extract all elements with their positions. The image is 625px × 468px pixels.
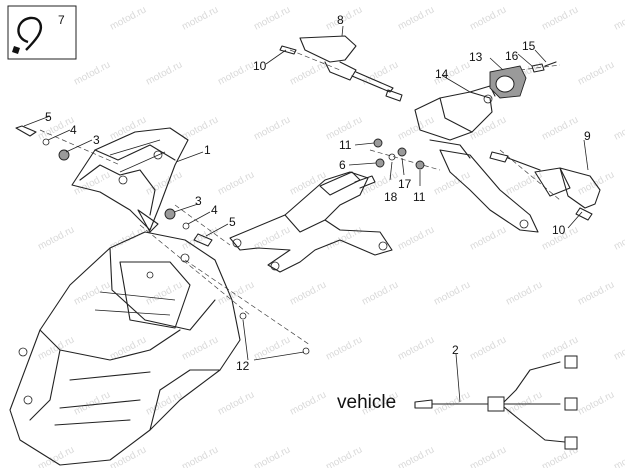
watermark-text: motod.ru [144,279,184,307]
watermark-text: motod.ru [180,4,220,32]
watermark-text: motod.ru [396,4,436,32]
watermark-text: motod.ru [180,444,220,468]
watermark-text: motod.ru [144,389,184,417]
watermark-text: motod.ru [108,224,148,252]
rear-mudguard [9,231,241,466]
watermark-text: motod.ru [36,334,76,362]
watermark-text: motod.ru [180,334,220,362]
watermark-text: motod.ru [288,279,328,307]
callout-5-top: 5 [45,110,52,124]
watermark-text: motod.ru [612,114,625,142]
indicator-top [279,35,403,102]
watermark-text: motod.ru [72,279,112,307]
watermark-layer: motod.ru motod.ru motod.ru motod.ru motod.ru… [36,4,625,468]
watermark-text: motod.ru [216,169,256,197]
watermark-text: motod.ru [288,59,328,87]
watermark-text: motod.ru [504,169,544,197]
callout-5-bottom: 5 [229,215,236,229]
callout-17: 17 [398,177,412,191]
plate-bracket [71,127,189,233]
watermark-text: motod.ru [612,224,625,252]
wiring-harness [414,355,578,450]
callout-13: 13 [469,50,483,64]
hardware-left [15,125,213,247]
icon-box: 7 [7,5,77,60]
plate-support [229,171,393,273]
callout-2: 2 [452,343,459,357]
watermark-text: motod.ru [288,389,328,417]
callout-11-left: 11 [339,138,352,152]
watermark-text: motod.ru [396,114,436,142]
watermark-text: motod.ru [540,114,580,142]
watermark-text: motod.ru [576,59,616,87]
watermark-text: motod.ru [216,389,256,417]
watermark-text: motod.ru [612,444,625,468]
callout-4-top: 4 [70,123,77,137]
watermark-text: motod.ru [252,444,292,468]
support-arm [429,139,539,233]
watermark-text: motod.ru [468,4,508,32]
callout-4-bottom: 4 [211,203,218,217]
callout-18: 18 [384,190,398,204]
watermark-text: motod.ru [252,334,292,362]
callout-15: 15 [522,39,536,53]
clamp-icon [12,16,42,54]
watermark-text: motod.ru [576,279,616,307]
icon-box-number: 7 [58,13,65,27]
hardware-right [373,138,425,170]
watermark-text: motod.ru [72,59,112,87]
watermark-text: motod.ru [396,224,436,252]
callout-12: 12 [236,359,250,373]
watermark-text: motod.ru [108,114,148,142]
watermark-text: motod.ru [612,4,625,32]
watermark-text: motod.ru [144,59,184,87]
callout-14: 14 [435,67,449,81]
watermark-text: motod.ru [324,444,364,468]
watermark-text: motod.ru [72,169,112,197]
watermark-text: motod.ru [468,224,508,252]
assembly-lines [39,49,561,346]
watermark-text: motod.ru [108,4,148,32]
callout-16: 16 [505,49,519,63]
callout-3-top: 3 [93,133,100,147]
watermark-text: motod.ru [468,444,508,468]
screws-12 [239,312,310,355]
watermark-text: motod.ru [396,334,436,362]
watermark-text: motod.ru [576,389,616,417]
watermark-text: motod.ru [432,279,472,307]
callout-1: 1 [204,143,211,157]
watermark-text: motod.ru [468,334,508,362]
callout-11-right: 11 [413,190,426,204]
callout-3-bottom: 3 [195,194,202,208]
watermark-text: motod.ru [216,59,256,87]
watermark-text: motod.ru [36,224,76,252]
callout-10-bottom: 10 [552,223,566,237]
watermark-text: motod.ru [288,169,328,197]
callout-9: 9 [584,129,591,143]
watermark-text: motod.ru [360,279,400,307]
watermark-text: motod.ru [360,59,400,87]
callouts: 8 10 13 14 16 15 1 5 4 3 3 4 5 9 10 11 6… [45,13,591,413]
callout-6: 6 [339,158,346,172]
watermark-text: motod.ru [540,4,580,32]
leader-lines [23,25,589,403]
callout-10-top: 10 [253,59,267,73]
callout-8: 8 [337,13,344,27]
watermark-text: motod.ru [252,4,292,32]
reflector-bracket [414,61,557,141]
watermark-text: motod.ru [324,334,364,362]
watermark-text: motod.ru [252,114,292,142]
watermark-text: motod.ru [324,4,364,32]
indicator-right [489,151,601,221]
vehicle-label: vehicle [337,392,396,413]
watermark-text: motod.ru [612,334,625,362]
watermark-text: motod.ru [468,114,508,142]
watermark-text: motod.ru [396,444,436,468]
watermark-text: motod.ru [504,279,544,307]
